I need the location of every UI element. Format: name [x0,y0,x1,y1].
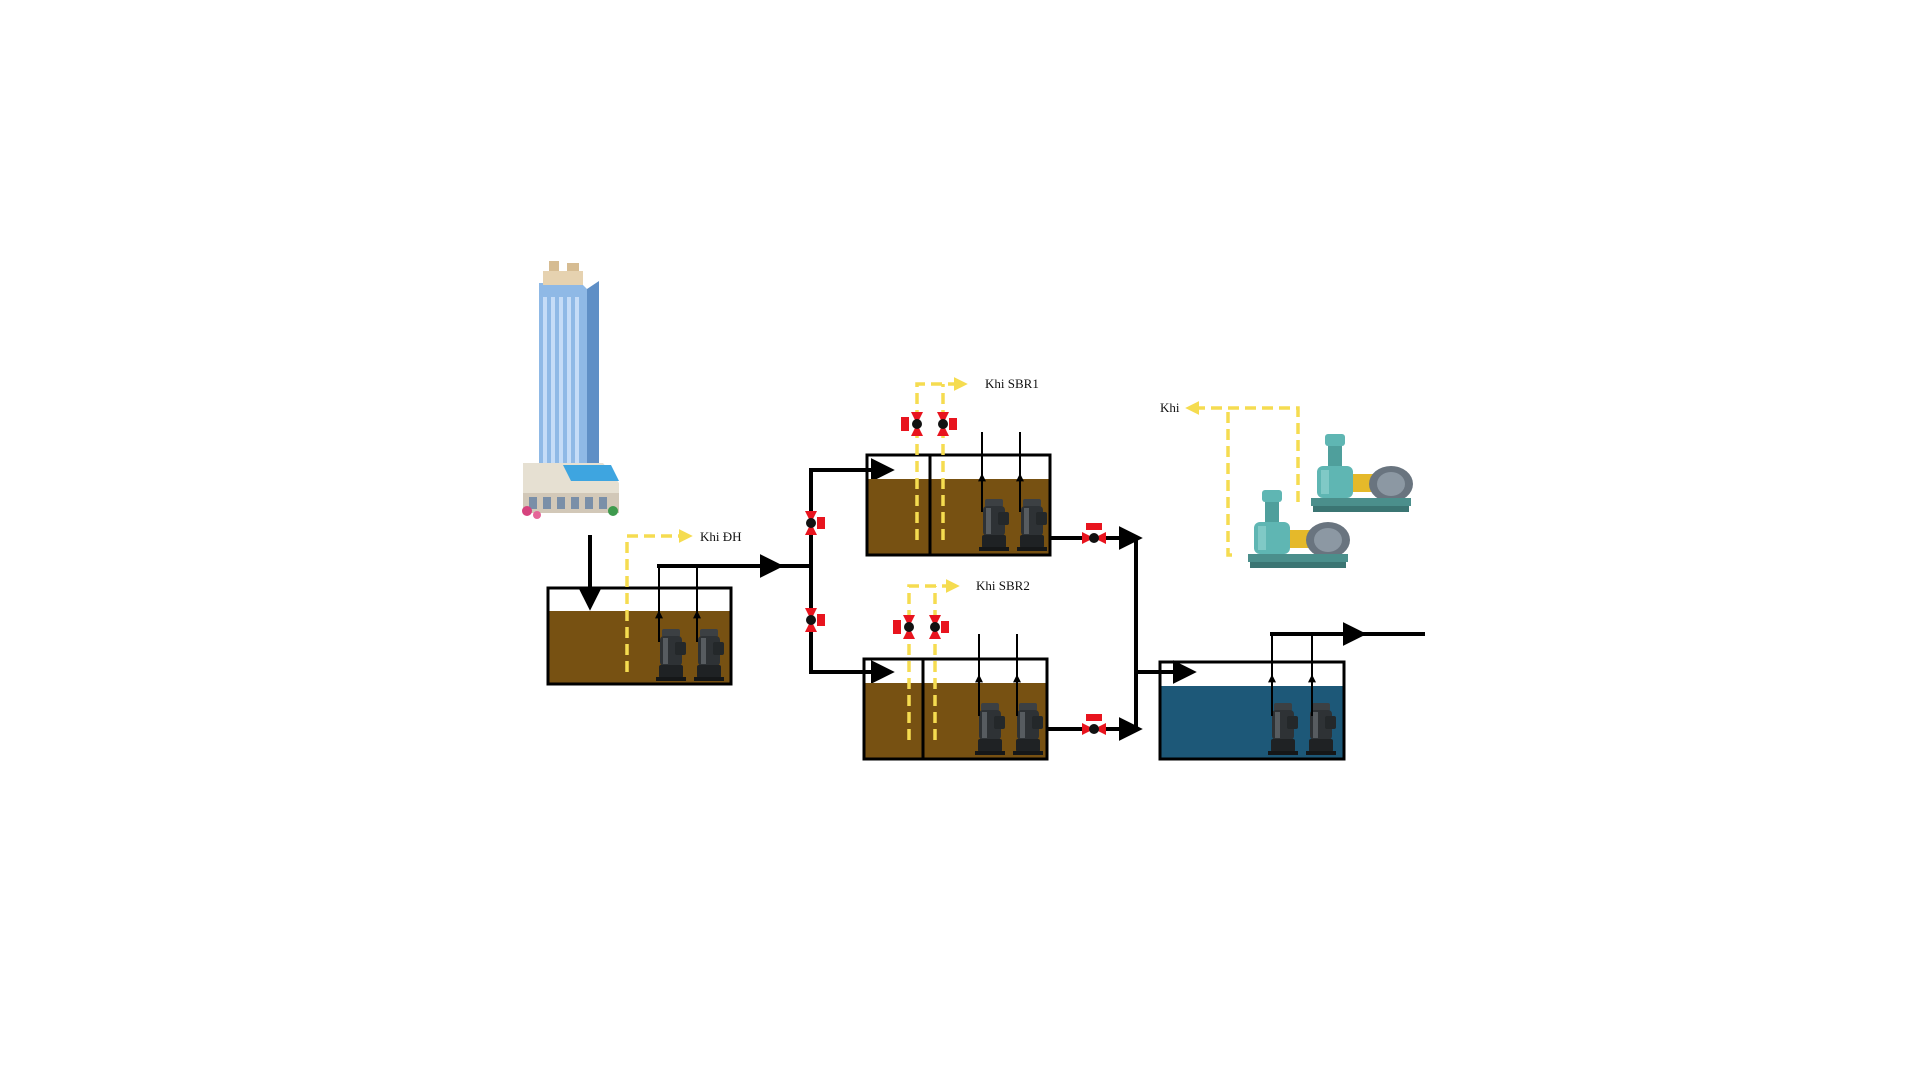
sbr1-tank [865,453,1052,557]
gate-valve-icon[interactable] [893,615,915,639]
air-line-sbr1 [915,377,968,540]
air-line-equalization [625,529,693,672]
gate-valve-icon[interactable] [929,615,949,639]
building-icon [522,261,619,519]
label-air-blower: Khi [1160,400,1180,415]
sbr2-tank [862,657,1049,761]
label-air-sbr1: Khi SBR1 [985,376,1039,391]
air-line-sbr2 [907,579,960,740]
gate-valve-icon[interactable] [805,608,825,632]
label-air-sbr2: Khi SBR2 [976,578,1030,593]
gate-valve-icon[interactable] [901,412,923,436]
air-line-blower [1185,401,1300,502]
air-blower-icon [1311,434,1413,512]
gate-valve-icon[interactable] [937,412,957,436]
gate-valve-icon[interactable] [805,511,825,535]
gate-valve-icon[interactable] [1082,714,1106,735]
treated-water-tank [1158,660,1346,761]
gate-valve-icon[interactable] [1082,523,1106,544]
equalization-tank [546,586,733,686]
label-air-equalization: Khi ĐH [700,529,742,544]
